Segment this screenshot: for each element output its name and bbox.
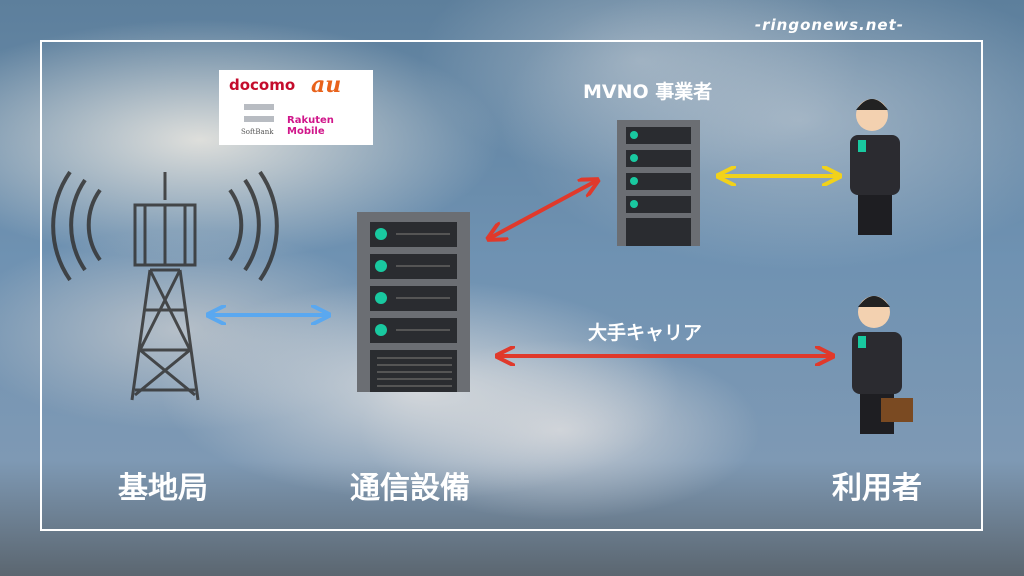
- arrow-equipment-mvno: [490, 181, 596, 238]
- softbank-logo: SoftBank: [241, 128, 274, 136]
- cell-tower-icon: [51, 170, 279, 401]
- rakuten-logo: Rakuten Mobile: [287, 115, 334, 137]
- au-logo: au: [311, 72, 342, 98]
- users-label: 利用者: [832, 471, 922, 506]
- user-icon-mvno: [850, 99, 900, 235]
- watermark: -ringonews.net-: [754, 16, 904, 34]
- softbank-logo-bar: [244, 104, 274, 110]
- base-station-label: 基地局: [118, 471, 208, 506]
- server-icon-main: [357, 212, 470, 392]
- diagram-frame: [40, 40, 983, 531]
- user-icon-carrier: [852, 296, 913, 434]
- equipment-label: 通信設備: [350, 471, 470, 506]
- major-carrier-label: 大手キャリア: [588, 322, 703, 344]
- docomo-logo: docomo: [229, 76, 296, 94]
- carrier-logos-box: docomo au SoftBank Rakuten Mobile: [219, 70, 373, 145]
- softbank-logo-bar: [244, 116, 274, 122]
- server-icon-mvno: [617, 120, 700, 246]
- mvno-label: MVNO 事業者: [583, 81, 713, 103]
